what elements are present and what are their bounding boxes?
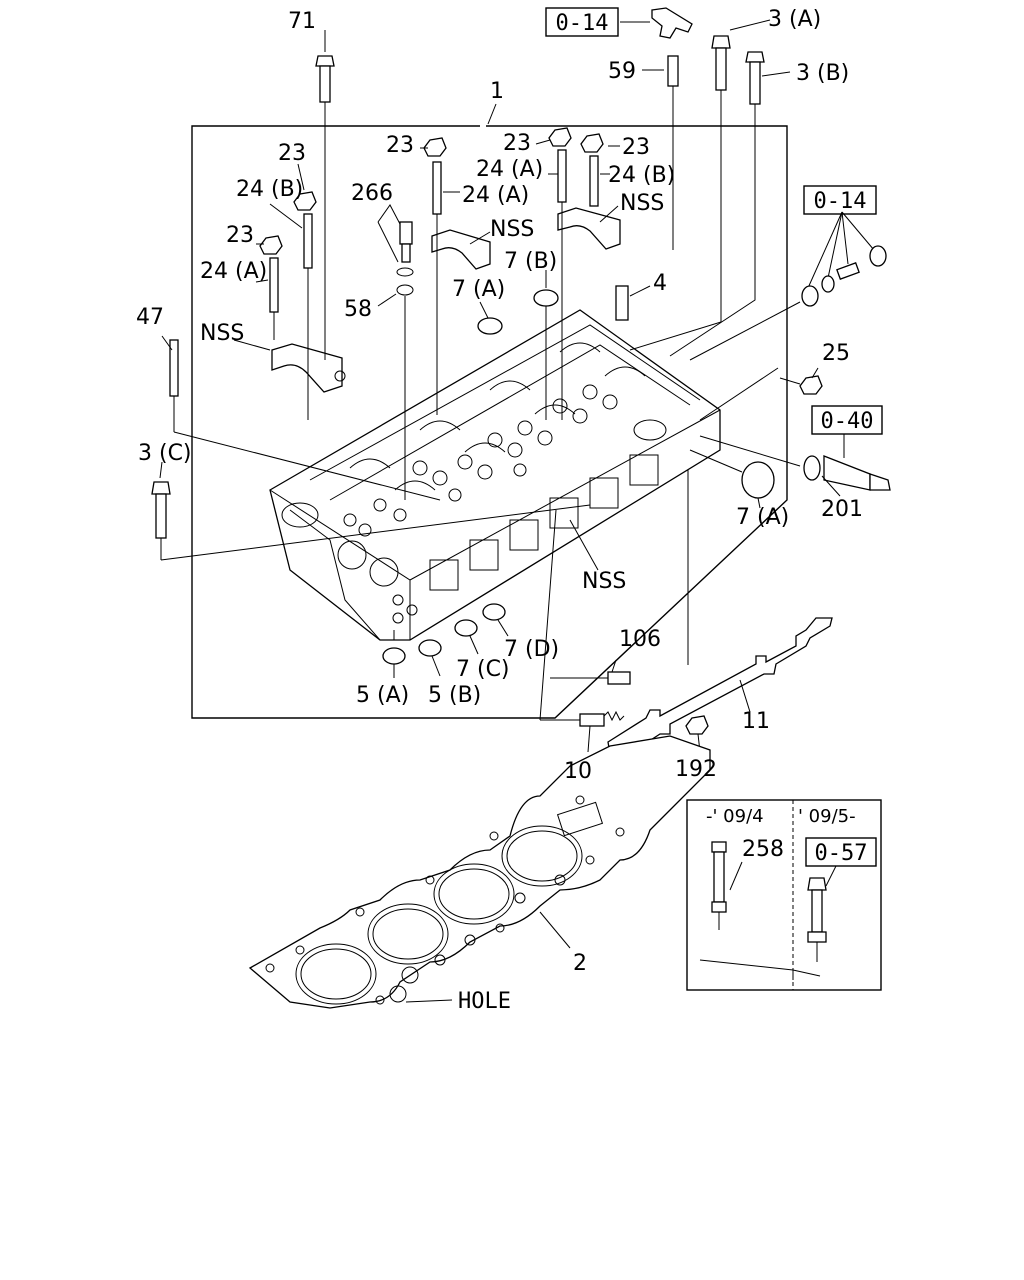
label-3c: 3 (C) <box>138 441 192 466</box>
label-hole: HOLE <box>458 989 511 1014</box>
ref-box-right: 0-14 <box>803 185 877 215</box>
nut-23-a <box>423 137 447 157</box>
nut-23-c <box>580 133 604 153</box>
label-7a-2: 7 (A) <box>736 505 789 530</box>
label-7c: 7 (C) <box>456 657 510 682</box>
seal-7c <box>454 619 479 655</box>
label-3b: 3 (B) <box>796 61 849 86</box>
cam-cap-right <box>557 207 621 250</box>
label-23-c: 23 <box>622 135 650 160</box>
ref-box-inset: 0-57 <box>805 837 877 867</box>
seal-5b <box>418 639 442 677</box>
bolt-25 <box>699 367 823 421</box>
label-201: 201 <box>821 497 863 522</box>
ref-box-right-text: 0-14 <box>814 189 867 214</box>
nut-23-b <box>548 127 572 147</box>
label-24b-2: 24 (B) <box>236 177 303 202</box>
label-23-d: 23 <box>278 141 306 166</box>
label-23-b: 23 <box>503 131 531 156</box>
label-5b: 5 (B) <box>428 683 481 708</box>
label-59: 59 <box>608 59 636 84</box>
ref-box-sensor-text: 0-40 <box>821 409 874 434</box>
kit-0-14-right <box>689 211 887 361</box>
label-23-e: 23 <box>226 223 254 248</box>
stud-0-57 <box>807 865 837 962</box>
label-2: 2 <box>573 951 587 976</box>
stud-47 <box>169 339 441 501</box>
label-266: 266 <box>351 181 393 206</box>
label-nss-3: NSS <box>200 321 244 346</box>
inset-variants-box <box>686 799 882 991</box>
label-nss-4: NSS <box>582 569 626 594</box>
valve-holes <box>343 384 618 537</box>
stud-24a-right <box>557 149 567 420</box>
glow-plug-10 <box>539 509 625 753</box>
cam-cap-mid <box>431 229 491 270</box>
pin-59 <box>642 55 679 250</box>
label-3a: 3 (A) <box>768 7 821 32</box>
bracket-top <box>620 7 693 39</box>
ref-box-inset-text: 0-57 <box>815 841 868 866</box>
label-24a-3: 24 (A) <box>200 259 267 284</box>
sensor-201 <box>699 434 891 497</box>
inset-label-right: ' 09/5- <box>798 806 856 827</box>
label-nss-2: NSS <box>490 217 534 242</box>
stud-24a-mid <box>432 161 460 415</box>
seal-7b <box>533 289 559 420</box>
label-24b-1: 24 (B) <box>608 163 675 188</box>
nut-23-e <box>259 235 283 255</box>
injector-266 <box>377 204 414 500</box>
ref-box-top-text: 0-14 <box>556 11 609 36</box>
label-10: 10 <box>564 759 592 784</box>
cylinder-head-body <box>269 309 721 641</box>
label-7d: 7 (D) <box>504 637 559 662</box>
seal-7d <box>482 603 509 637</box>
label-1: 1 <box>490 79 504 104</box>
stud-24b-right <box>589 155 610 207</box>
plug-7a-right <box>689 449 775 509</box>
stud-24b-left <box>303 213 313 420</box>
head-gasket-2 <box>248 735 711 1009</box>
front-ports <box>337 454 659 624</box>
label-nss-1: NSS <box>620 191 664 216</box>
pin-4 <box>615 285 651 321</box>
label-24a-1: 24 (A) <box>476 157 543 182</box>
label-47: 47 <box>136 305 164 330</box>
label-4: 4 <box>653 271 667 296</box>
label-23-a: 23 <box>386 133 414 158</box>
nut-23-d <box>293 191 317 211</box>
stud-258 <box>711 841 743 930</box>
bolt-3b <box>669 51 791 357</box>
label-258: 258 <box>742 837 784 862</box>
label-5a: 5 (A) <box>356 683 409 708</box>
label-24a-2: 24 (A) <box>462 183 529 208</box>
label-7a-1: 7 (A) <box>452 277 505 302</box>
label-25: 25 <box>822 341 850 366</box>
connector-11 <box>607 470 833 779</box>
inset-label-left: -' 09/4 <box>706 806 764 827</box>
main-frame <box>191 125 788 719</box>
seal-5a <box>382 630 406 678</box>
label-192: 192 <box>675 757 717 782</box>
bolt-3a <box>629 19 771 351</box>
bolt-71 <box>315 30 335 360</box>
label-7b: 7 (B) <box>504 249 557 274</box>
glow-plug-106 <box>550 659 631 685</box>
bolt-3c <box>151 481 591 561</box>
label-106: 106 <box>619 627 661 652</box>
label-71: 71 <box>288 9 316 34</box>
stud-24a-left <box>269 257 279 340</box>
ref-box-top: 0-14 <box>545 7 619 37</box>
seal-7a-top <box>477 301 503 335</box>
label-58: 58 <box>344 297 372 322</box>
label-11: 11 <box>742 709 770 734</box>
ref-box-sensor: 0-40 <box>811 405 883 435</box>
